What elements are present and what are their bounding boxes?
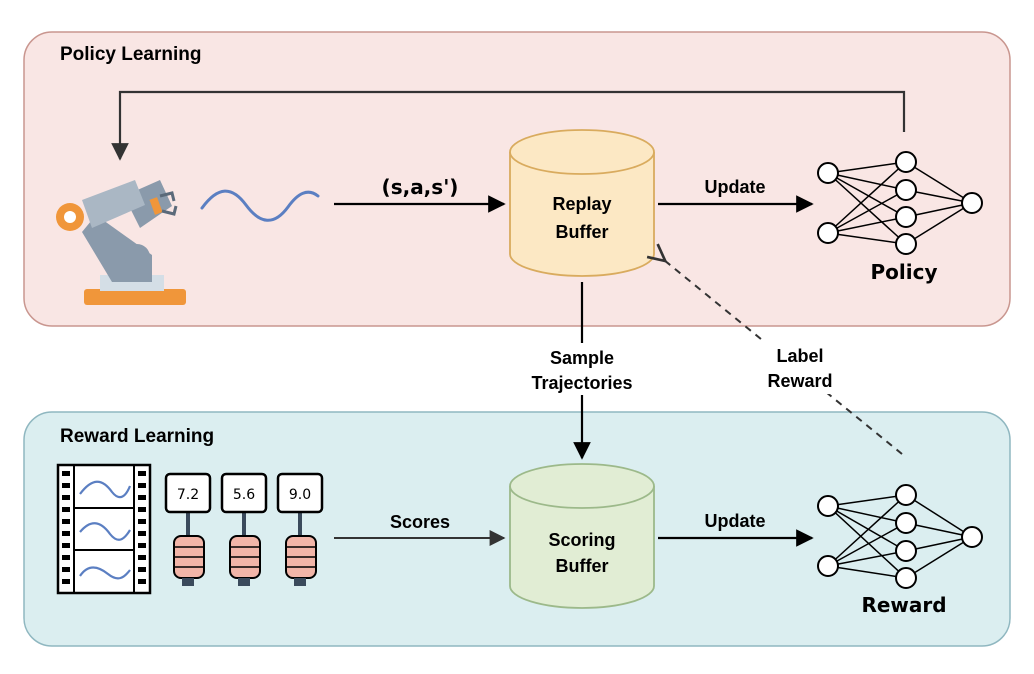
score-value-2: 5.6 bbox=[233, 487, 255, 503]
policy-network bbox=[817, 151, 983, 255]
label-reward-bg bbox=[752, 342, 846, 394]
neural-network-icon bbox=[817, 484, 983, 589]
replay-buffer-label-line1: Replay bbox=[552, 194, 611, 214]
scores-label: Scores bbox=[390, 512, 450, 532]
update-policy-label: Update bbox=[704, 177, 765, 197]
sample-trajectories-label-line2: Trajectories bbox=[531, 373, 632, 393]
robot-arm-icon bbox=[56, 180, 186, 305]
policy-learning-title: Policy Learning bbox=[60, 44, 201, 65]
sample-trajectories-label-line1: Sample bbox=[550, 348, 614, 368]
update-reward-label: Update bbox=[704, 511, 765, 531]
reward-network-label: Reward bbox=[861, 593, 946, 617]
film-strip-icon bbox=[56, 463, 152, 595]
score-card-3: 9.0 bbox=[276, 472, 324, 586]
neural-network-icon bbox=[817, 151, 983, 255]
score-card-2: 5.6 bbox=[220, 472, 268, 586]
label-reward-label-line2: Reward bbox=[767, 371, 832, 391]
score-value-1: 7.2 bbox=[177, 487, 199, 503]
label-reward-label-line1: Label bbox=[776, 346, 823, 366]
scoring-buffer: Scoring Buffer bbox=[509, 463, 655, 609]
policy-network-label: Policy bbox=[870, 260, 937, 284]
reward-learning-title: Reward Learning bbox=[60, 426, 214, 447]
transition-label: (s,a,s') bbox=[382, 175, 459, 199]
replay-buffer: Replay Buffer bbox=[509, 129, 655, 277]
sample-label-bg bbox=[528, 343, 638, 395]
reward-network bbox=[817, 484, 983, 589]
score-card-1: 7.2 bbox=[164, 472, 212, 586]
trajectory-wave-icon bbox=[200, 189, 320, 222]
score-value-3: 9.0 bbox=[289, 487, 311, 503]
scoring-buffer-label-line1: Scoring bbox=[548, 530, 615, 550]
policy-feedback-arrow bbox=[111, 90, 906, 161]
scoring-buffer-label-line2: Buffer bbox=[556, 556, 609, 576]
replay-buffer-label-line2: Buffer bbox=[556, 222, 609, 242]
